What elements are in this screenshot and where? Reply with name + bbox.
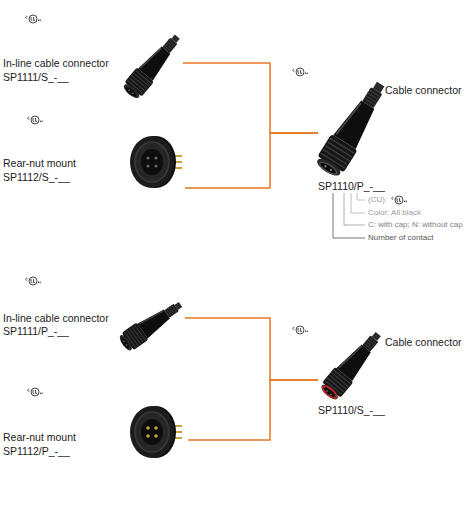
connector-item: Cable connectorSP1110/P_-__ xyxy=(318,68,470,198)
connector-item: In-line cable connectorSP1111/P_-__ xyxy=(3,283,185,348)
part-name: In-line cable connector xyxy=(3,57,109,69)
compatibility-line xyxy=(183,63,318,133)
part-number: SP1110/P_-__ xyxy=(318,180,385,192)
part-name: Cable connector xyxy=(385,336,461,348)
annotation-label: C: with cap; N: without cap xyxy=(368,220,463,230)
part-number: SP1111/S_-__ xyxy=(3,71,69,83)
annotation-label: Number of contact xyxy=(368,233,433,243)
annotation-label: Color: All black xyxy=(368,208,421,218)
connector-item: Rear-nut mountSP1112/S_-__ xyxy=(3,120,185,195)
part-name: In-line cable connector xyxy=(3,312,109,324)
connector-item: Cable connectorSP1110/S_-__ xyxy=(318,330,470,416)
part-number: SP1111/P_-__ xyxy=(3,325,69,337)
compatibility-line xyxy=(185,318,318,380)
annotation-label: (CU): xyxy=(368,195,387,205)
compatibility-line xyxy=(188,380,318,440)
part-number: SP1112/P_-__ xyxy=(3,445,70,457)
connector-item: Rear-nut mountSP1112/P_-__ xyxy=(3,395,188,460)
compatibility-line xyxy=(185,133,318,188)
part-name: Rear-nut mount xyxy=(3,157,76,169)
part-name: Rear-nut mount xyxy=(3,431,76,443)
part-number: SP1112/S_-__ xyxy=(3,171,70,183)
connector-item: In-line cable connectorSP1111/S_-__ xyxy=(3,28,183,100)
part-name: Cable connector xyxy=(385,84,461,96)
part-number: SP1110/S_-__ xyxy=(318,404,385,416)
